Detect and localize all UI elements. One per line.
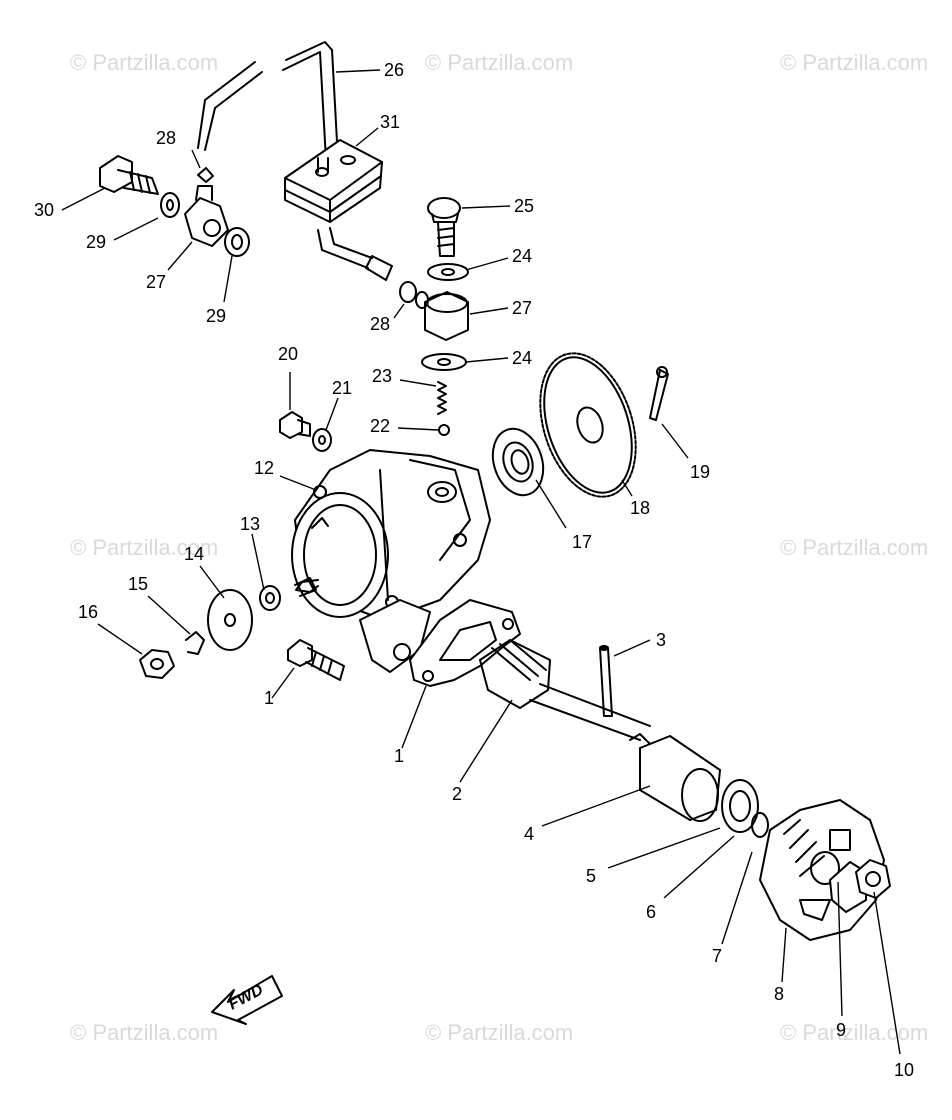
callout: 16 (78, 602, 98, 622)
banjo-assembly-left (99, 155, 250, 257)
callout: 17 (572, 532, 592, 552)
drive-gears (759, 799, 891, 941)
left-fasteners (139, 411, 345, 681)
callout: 7 (712, 946, 722, 966)
watermark: © Partzilla.com (780, 535, 928, 560)
callout: 4 (524, 824, 534, 844)
callout: 6 (646, 902, 656, 922)
callout-labels: 26 31 28 30 29 27 29 25 24 28 27 24 20 2… (34, 60, 914, 1080)
callout: 30 (34, 200, 54, 220)
watermark: © Partzilla.com (780, 50, 928, 75)
callout: 29 (206, 306, 226, 326)
leader-lines (61, 69, 901, 1055)
callout: 15 (128, 574, 148, 594)
callout: 13 (240, 514, 260, 534)
watermarks: © Partzilla.com © Partzilla.com © Partzi… (70, 50, 928, 1045)
oil-pump-body (291, 449, 491, 673)
callout: 31 (380, 112, 400, 132)
callout: 28 (156, 128, 176, 148)
callout: 14 (184, 544, 204, 564)
watermark: © Partzilla.com (425, 1020, 573, 1045)
callout: 2 (452, 784, 462, 804)
callout: 19 (690, 462, 710, 482)
pump-gasket (409, 599, 521, 687)
drive-shaft-assembly (479, 639, 769, 838)
callout: 24 (512, 246, 532, 266)
callout: 23 (372, 366, 392, 386)
callout: 9 (836, 1020, 846, 1040)
callout: 27 (512, 298, 532, 318)
callout: 26 (384, 60, 404, 80)
banjo-assembly-right (399, 197, 469, 436)
watermark: © Partzilla.com (425, 50, 573, 75)
callout: 25 (514, 196, 534, 216)
hose-grommet (284, 139, 383, 223)
callout: 29 (86, 232, 106, 252)
watermark: © Partzilla.com (70, 1020, 218, 1045)
callout: 10 (894, 1060, 914, 1080)
callout: 12 (254, 458, 274, 478)
callout: 1 (394, 746, 404, 766)
callout: 1 (264, 688, 274, 708)
callout: 8 (774, 984, 784, 1004)
gear-and-bearing (491, 352, 669, 498)
callout: 3 (656, 630, 666, 650)
watermark: © Partzilla.com (70, 50, 218, 75)
callout: 22 (370, 416, 390, 436)
fwd-arrow: FWD (211, 975, 283, 1025)
callout: 28 (370, 314, 390, 334)
callout: 27 (146, 272, 166, 292)
callout: 18 (630, 498, 650, 518)
watermark: © Partzilla.com (780, 1020, 928, 1045)
callout: 24 (512, 348, 532, 368)
callout: 20 (278, 344, 298, 364)
callout: 5 (586, 866, 596, 886)
callout: 21 (332, 378, 352, 398)
watermark: © Partzilla.com (70, 535, 218, 560)
oil-hose (197, 41, 393, 281)
